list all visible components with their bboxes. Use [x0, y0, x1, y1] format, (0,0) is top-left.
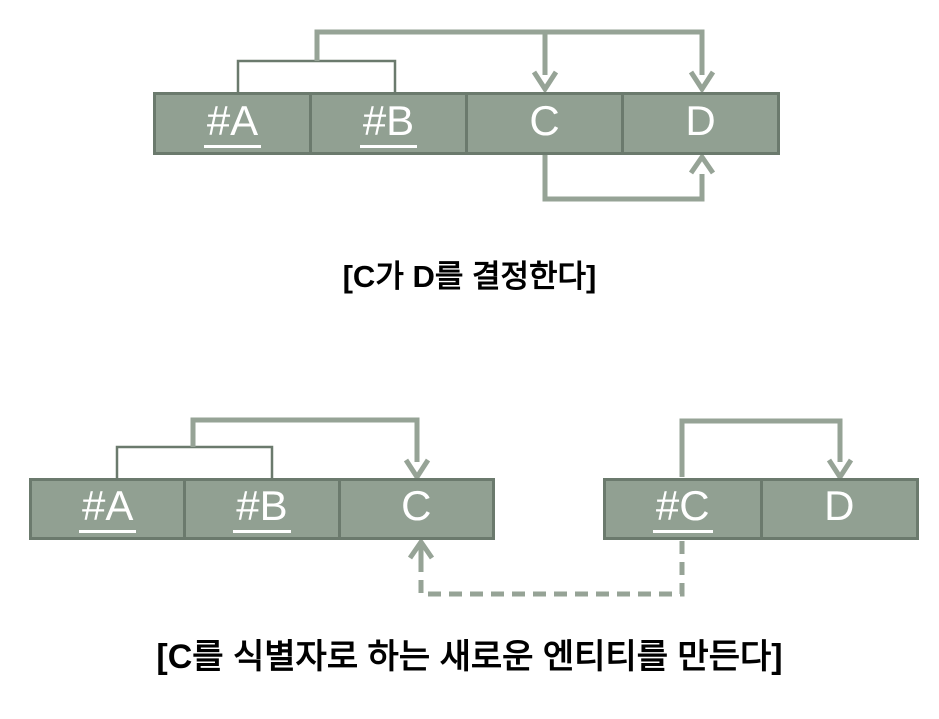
fig1-cell-a: #A	[156, 95, 309, 152]
fig2-cell-c-label: C	[401, 482, 432, 529]
fig1-attribute-table: #A #B C D	[153, 92, 780, 155]
fig2-cell-b: #B	[183, 481, 337, 537]
fig1-determination-trunk-arrow-icon	[314, 29, 705, 75]
fig1-composite-key-bracket-icon	[236, 59, 397, 92]
fig1-c-determines-d-loop-icon	[542, 155, 705, 202]
fig1-cell-a-label: #A	[203, 99, 262, 148]
fig1-cell-c: C	[465, 95, 621, 152]
fig2-arrowhead-c-bottom-icon	[407, 537, 435, 560]
fig1-cell-d-label: D	[685, 96, 716, 144]
fig1-arrowhead-d-top-icon	[688, 70, 716, 94]
fig2-cell-b-label: #B	[233, 485, 291, 533]
fig2-dashed-link-icon	[418, 541, 685, 597]
fig1-caption: [C가 D를 결정한다]	[342, 259, 597, 294]
fig1-cell-b-label: #B	[359, 99, 418, 148]
fig1-arrowhead-d-bottom-icon	[688, 152, 716, 175]
fig1-arrowhead-c-top-icon	[531, 70, 559, 94]
fig1-cell-c-label: C	[529, 96, 560, 144]
fig2-cell-a: #A	[32, 481, 183, 537]
fig2-cell-c-key-label: #C	[652, 485, 713, 533]
fig2-cell-c: C	[337, 481, 492, 537]
fig2-attribute-table: #A #B C	[29, 478, 495, 540]
fig2-cell-d-label: D	[824, 482, 855, 529]
fig1-cell-d: D	[621, 95, 777, 152]
fig2-cell-d: D	[759, 481, 917, 537]
fig3-determination-arrow-icon	[679, 418, 843, 477]
fig2-arrowhead-c-top-icon	[403, 458, 431, 482]
fig2-determination-arrow-icon	[190, 417, 420, 462]
fig2-cell-c-key: #C	[606, 481, 760, 537]
fig2-caption: [C를 식별자로 하는 새로운 엔티티를 만든다]	[156, 638, 783, 676]
fig2-new-entity-table: #C D	[603, 478, 919, 540]
fig1-cell-b: #B	[309, 95, 465, 152]
fig2-composite-key-bracket-icon	[115, 445, 274, 478]
fig2-cell-a-label: #A	[78, 485, 137, 533]
fig3-arrowhead-d-top-icon	[826, 458, 854, 482]
